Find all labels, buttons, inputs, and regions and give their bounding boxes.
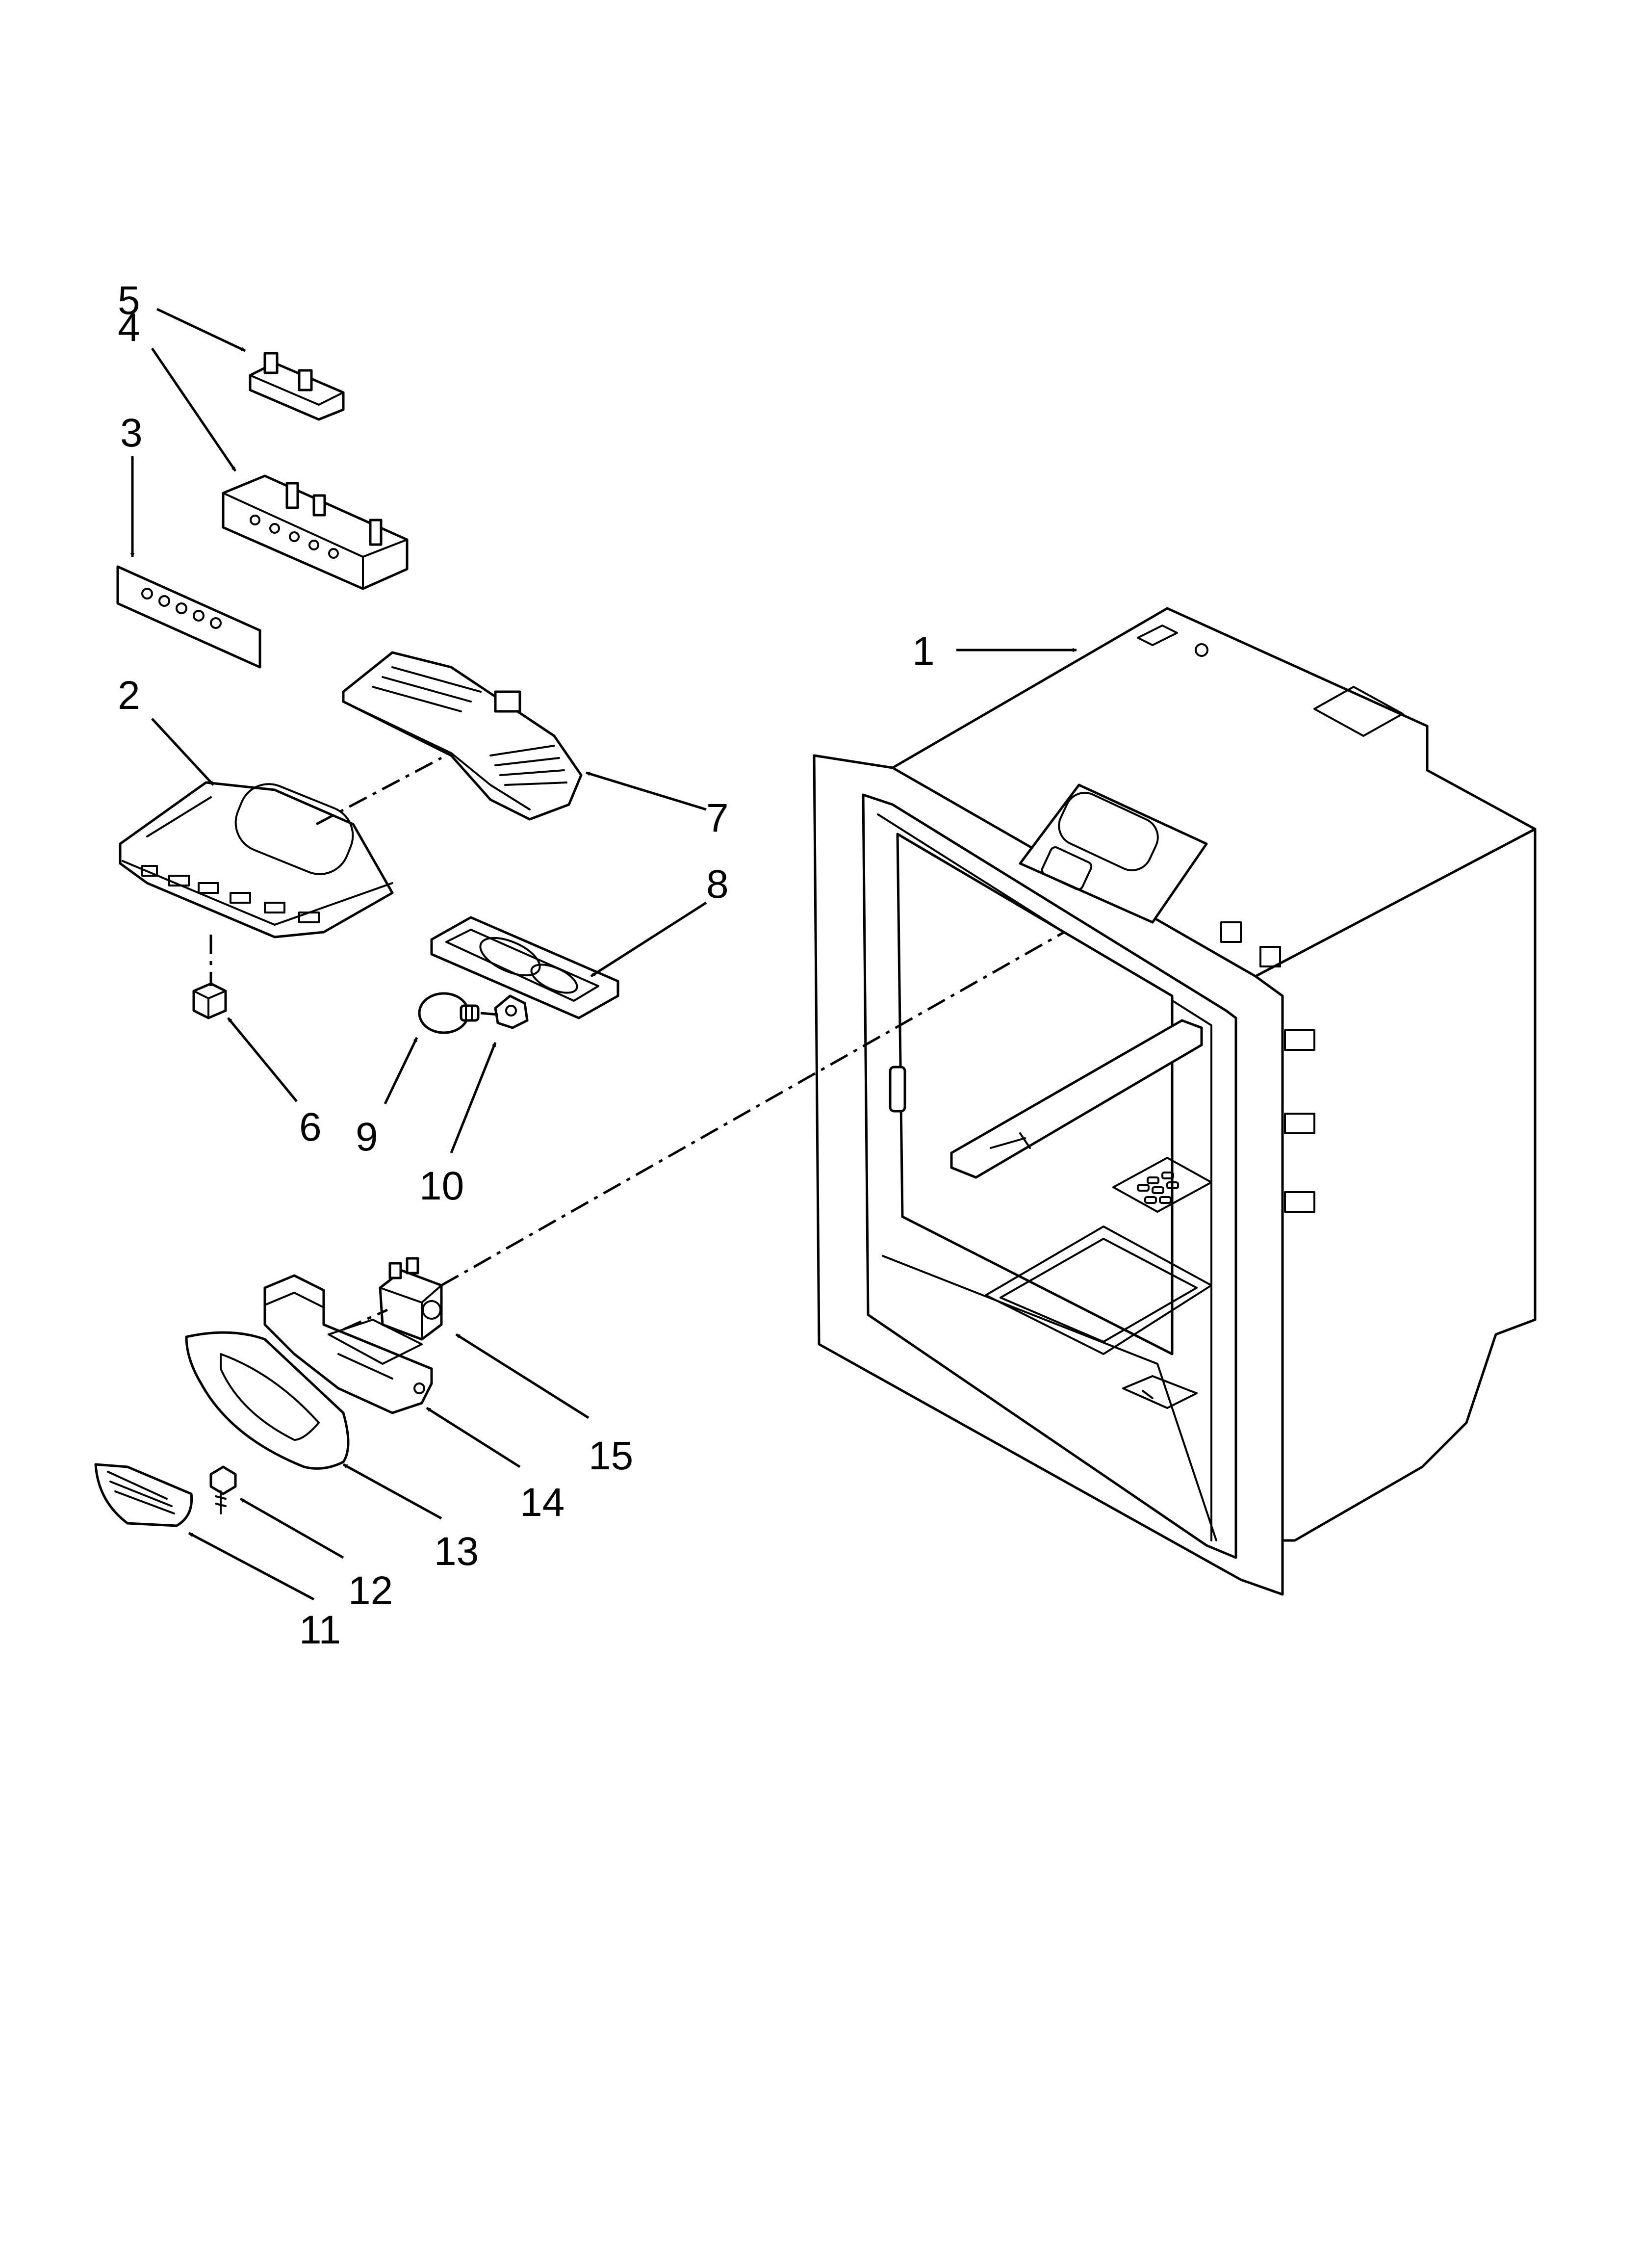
leader-10: [450, 1042, 497, 1153]
callout-9: 9: [356, 1115, 378, 1159]
part-3-control-overlay[interactable]: [116, 565, 261, 669]
leader-14: [426, 1407, 521, 1468]
leader-6: [227, 1017, 298, 1102]
callout-13: 13: [434, 1529, 479, 1574]
housing-buttons: [141, 865, 320, 923]
callout-14: 14: [520, 1480, 564, 1525]
callout-3: 3: [120, 411, 143, 455]
leader-12: [239, 1497, 344, 1559]
part-9-light-bulb[interactable]: [418, 992, 480, 1034]
callout-12: 12: [348, 1568, 393, 1613]
leader-11: [188, 1532, 315, 1601]
part-4-control-bracket[interactable]: [222, 474, 409, 590]
leader-8: [590, 901, 707, 978]
part-10-lamp-socket[interactable]: [494, 994, 529, 1029]
leader-4: [151, 347, 237, 472]
callout-2: 2: [118, 673, 140, 718]
part-13-handle-trim[interactable]: [185, 1331, 350, 1470]
leader-15: [455, 1333, 590, 1419]
leader-9: [384, 1037, 418, 1105]
leader-7: [586, 771, 707, 811]
shield-ribs: [372, 666, 567, 786]
part-5-switch-bracket[interactable]: [249, 352, 345, 421]
callout-6: 6: [299, 1105, 322, 1149]
callout-7: 7: [706, 796, 729, 840]
callout-10: 10: [419, 1164, 464, 1208]
leader-13: [342, 1463, 442, 1520]
part-14-control-housing[interactable]: [263, 1274, 433, 1414]
assembly-line-14-15: [342, 1308, 388, 1331]
leader-5: [156, 308, 246, 352]
callout-15: 15: [589, 1434, 633, 1478]
callout-5: 5: [118, 278, 140, 323]
part-6-light-switch[interactable]: [192, 982, 227, 1019]
leader-2: [151, 718, 214, 786]
vent-slots: [1137, 1172, 1179, 1204]
callout-11: 11: [299, 1608, 341, 1652]
part-2-control-housing[interactable]: [119, 775, 394, 938]
part-12-screw[interactable]: [209, 1465, 237, 1514]
part-11-trim-cap[interactable]: [94, 1463, 193, 1527]
callout-4: 4: [118, 305, 140, 350]
assembly-line-15-1: [440, 931, 1065, 1287]
callout-1: 1: [912, 629, 935, 674]
part-15-thermostat[interactable]: [379, 1257, 443, 1341]
assembly-line-9-10: [480, 1012, 498, 1016]
callout-8: 8: [706, 862, 729, 907]
part-8-lamp-housing[interactable]: [430, 916, 619, 1019]
assembly-line-2-7: [315, 756, 442, 826]
part-1-cabinet-liner[interactable]: [813, 607, 1537, 1596]
part-7-light-shield[interactable]: [342, 651, 583, 821]
